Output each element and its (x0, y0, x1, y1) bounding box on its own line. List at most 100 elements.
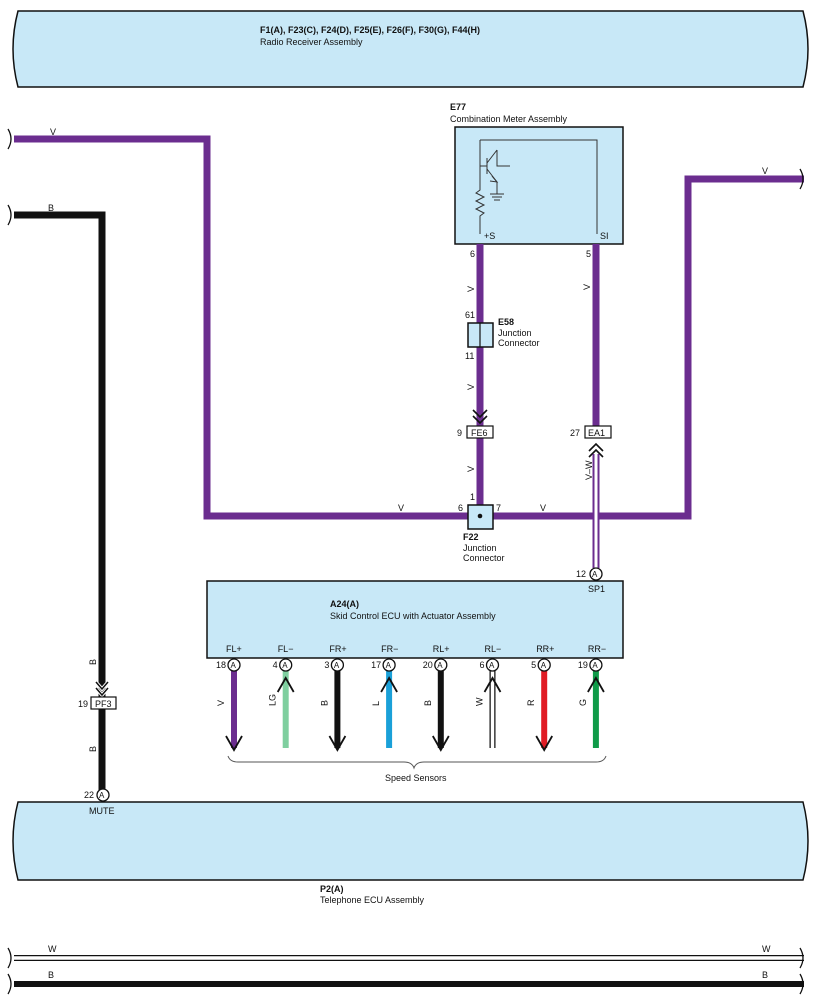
terminal-name: RR− (588, 644, 606, 654)
wire-label-v-bus-left: V (398, 503, 404, 513)
meter-pin-s-name: +S (484, 231, 495, 241)
violet-wire-right (480, 175, 804, 520)
e58-top-pin: 61 (465, 310, 475, 320)
f22-pin-top: 1 (470, 492, 475, 502)
terminal-pin: 5 (531, 660, 536, 670)
wire-break-mark (7, 947, 12, 995)
e58-line1: Junction (498, 328, 532, 338)
wire-break-mark (7, 128, 12, 150)
pf3-connector (90, 696, 117, 710)
wire-label-v-si: V (582, 284, 592, 290)
pf3-label: PF3 (95, 699, 112, 709)
terminal-circle (227, 658, 241, 672)
arrow-down-icon (535, 735, 553, 752)
sensor-wire-label: L (371, 701, 381, 706)
terminal-name: RL− (485, 644, 502, 654)
combination-meter-assembly: E77 Combination Meter Assembly +S SI (450, 102, 624, 245)
sensor-wire-label: LG (268, 694, 278, 706)
terminal-6: RL−6W A (475, 644, 502, 748)
meter-pin-6: 6 (470, 249, 475, 259)
terminal-connector-letter: A (592, 661, 598, 670)
radio-receiver-assembly: F1(A), F23(C), F24(D), F25(E), F26(F), F… (12, 10, 809, 88)
wire-label-w-bottom-left: W (48, 944, 57, 954)
sp1-terminal (589, 567, 603, 581)
sensor-wire-label: W (475, 697, 485, 706)
e58-line2: Connector (498, 338, 540, 348)
wire-label-v-top-right: V (762, 166, 768, 176)
terminal-name: FR+ (329, 644, 346, 654)
terminal-3: FR+3B A (319, 644, 347, 752)
sp1-pin: 12 (576, 569, 586, 579)
arrow-up-icon (587, 676, 605, 693)
ea1-chevron-icon (588, 442, 604, 458)
speed-sensors-label: Speed Sensors (385, 773, 447, 783)
terminal-circle (589, 658, 603, 672)
wire-break-mark (799, 947, 804, 995)
f22-line2: Connector (463, 553, 505, 563)
wire-label-b-bottom-left: B (48, 970, 54, 980)
meter-ref: E77 (450, 102, 466, 112)
phone-name: Telephone ECU Assembly (320, 895, 425, 905)
pf3-pin: 19 (78, 699, 88, 709)
mute-pin: 22 (84, 790, 94, 800)
wire-label-v-e58-upper: V (466, 286, 476, 292)
f22-line1: Junction (463, 543, 497, 553)
skid-control-ecu: A24(A) Skid Control ECU with Actuator As… (206, 580, 624, 659)
terminal-name: FR− (381, 644, 398, 654)
terminal-connector-letter: A (334, 661, 340, 670)
f22-pin-left: 6 (458, 503, 463, 513)
svg-text:A: A (592, 570, 598, 579)
terminal-circle (485, 658, 500, 672)
terminal-name: RL+ (433, 644, 450, 654)
terminal-pin: 3 (324, 660, 329, 670)
meter-pin-5: 5 (586, 249, 591, 259)
sensor-wire-label: B (423, 700, 433, 706)
sensor-wire-label: R (526, 699, 536, 706)
fe6-chevron-icon (472, 409, 488, 425)
terminal-pin: 19 (578, 660, 588, 670)
arrow-up-icon (276, 676, 295, 693)
radio-ref: F1(A), F23(C), F24(D), F25(E), F26(F), F… (260, 25, 480, 35)
wire-break-mark (799, 168, 804, 190)
arrow-down-icon (432, 735, 450, 752)
sensor-wire-label: B (319, 700, 329, 706)
wire-label-b-upper: B (88, 659, 98, 665)
sensor-wire-label: G (578, 699, 588, 706)
wire-label-v-fe6-lower: V (466, 466, 476, 472)
terminal-circle (330, 658, 345, 672)
wire-label-b-bottom-right: B (762, 970, 768, 980)
terminal-name: RR+ (536, 644, 554, 654)
arrow-up-icon (380, 676, 398, 693)
fe6-label: FE6 (471, 428, 488, 438)
meter-name: Combination Meter Assembly (450, 114, 568, 124)
e58-bottom-pin: 11 (465, 351, 474, 361)
terminal-connector-letter: A (386, 661, 392, 670)
terminal-pin: 17 (371, 660, 381, 670)
terminal-pin: 6 (479, 660, 484, 670)
telephone-ecu-assembly: P2(A) Telephone ECU Assembly (12, 801, 809, 905)
sensor-wire-label: V (216, 700, 226, 706)
wire-label-b-lower: B (88, 746, 98, 752)
terminal-7: RR+5R A (526, 644, 554, 752)
terminal-circle (537, 658, 551, 672)
radio-name: Radio Receiver Assembly (260, 37, 363, 47)
terminal-connector-letter: A (541, 661, 547, 670)
black-wire-mute (14, 211, 106, 790)
terminal-name: FL− (278, 644, 294, 654)
sp1-name: SP1 (588, 584, 605, 594)
terminal-8: RR−19G A (578, 644, 606, 748)
terminal-circle (279, 658, 293, 672)
terminal-connector-letter: A (282, 661, 288, 670)
terminal-connector-letter: A (489, 661, 495, 670)
mute-terminal (96, 788, 110, 802)
terminal-pin: 20 (423, 660, 433, 670)
terminal-pin: 18 (216, 660, 226, 670)
terminal-circle (434, 658, 448, 672)
ea1-pin: 27 (570, 428, 580, 438)
meter-pin-si-name: SI (600, 231, 609, 241)
wire-label-v-top-left: V (50, 127, 56, 137)
